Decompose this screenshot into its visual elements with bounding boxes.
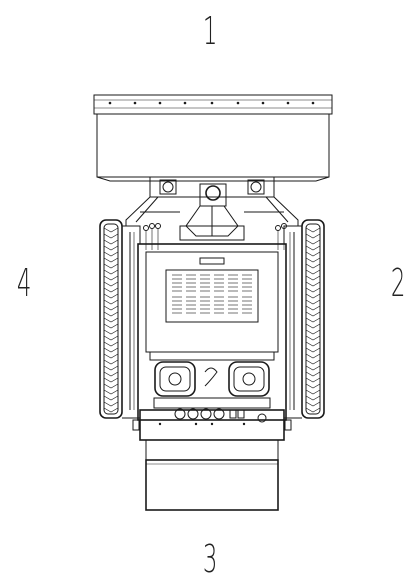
view-label-rear: 3 — [202, 537, 218, 581]
quick-coupler-linkage — [125, 176, 299, 241]
right-track — [301, 219, 325, 419]
engine-grille — [165, 269, 259, 323]
view-label-right: 2 — [390, 261, 406, 305]
left-track — [99, 219, 123, 419]
view-label-left: 4 — [16, 261, 32, 305]
front-bucket — [93, 94, 333, 182]
view-label-front: 1 — [202, 9, 218, 53]
main-frame — [122, 223, 302, 421]
operator-controls — [149, 351, 275, 409]
rear-platform — [145, 440, 279, 511]
rear-control-panel — [122, 408, 302, 441]
